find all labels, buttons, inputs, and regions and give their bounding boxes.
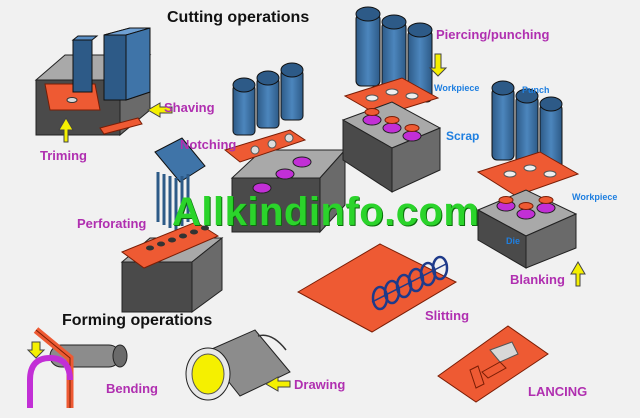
- shaving-arrow: [147, 102, 173, 118]
- scrap-label: Scrap: [446, 129, 480, 143]
- punch-label: Punch: [522, 85, 550, 95]
- drawing-label: Drawing: [294, 377, 346, 392]
- slitting-label: Slitting: [425, 308, 470, 323]
- drawing-arrow: [265, 376, 291, 392]
- blanking-die: [476, 189, 578, 269]
- piercing-arrow: [428, 53, 448, 77]
- perforating-die: [120, 221, 224, 313]
- triming-label: Triming: [40, 148, 87, 163]
- forming-operations-heading: Forming operations: [62, 312, 213, 329]
- notching-label: Notching: [180, 137, 237, 152]
- blanking-arrow: [570, 261, 586, 287]
- shaving-label: Shaving: [164, 100, 215, 115]
- blanking-label: Blanking: [510, 272, 565, 287]
- lancing-label: LANCING: [528, 384, 588, 399]
- workpiece-label-right: Workpiece: [572, 192, 618, 202]
- blanking-workpiece: [476, 151, 580, 197]
- slitting-cutters: [371, 255, 449, 311]
- watermark: Allkindinfo.com: [172, 190, 480, 234]
- triming-arrow: [58, 117, 74, 143]
- notching-strip: [223, 129, 307, 163]
- workpiece-label-top: Workpiece: [434, 83, 480, 93]
- piercing-workpiece: [343, 77, 440, 117]
- piercing-punching-label: Piercing/punching: [436, 27, 550, 42]
- drawing-cylinder: [185, 329, 291, 401]
- bending-setup: [26, 327, 128, 408]
- piercing-punches: [355, 6, 433, 103]
- lancing-sheet: [437, 325, 549, 403]
- perforating-label: Perforating: [77, 216, 147, 231]
- cutting-operations-heading: Cutting operations: [167, 9, 310, 26]
- notching-die: [230, 148, 347, 234]
- shaving-punch: [71, 27, 151, 101]
- bending-label: Bending: [106, 381, 158, 396]
- die-label: Die: [506, 236, 521, 246]
- piercing-die: [341, 101, 442, 193]
- notching-punches: [232, 62, 304, 136]
- perforating-tool: [154, 137, 206, 230]
